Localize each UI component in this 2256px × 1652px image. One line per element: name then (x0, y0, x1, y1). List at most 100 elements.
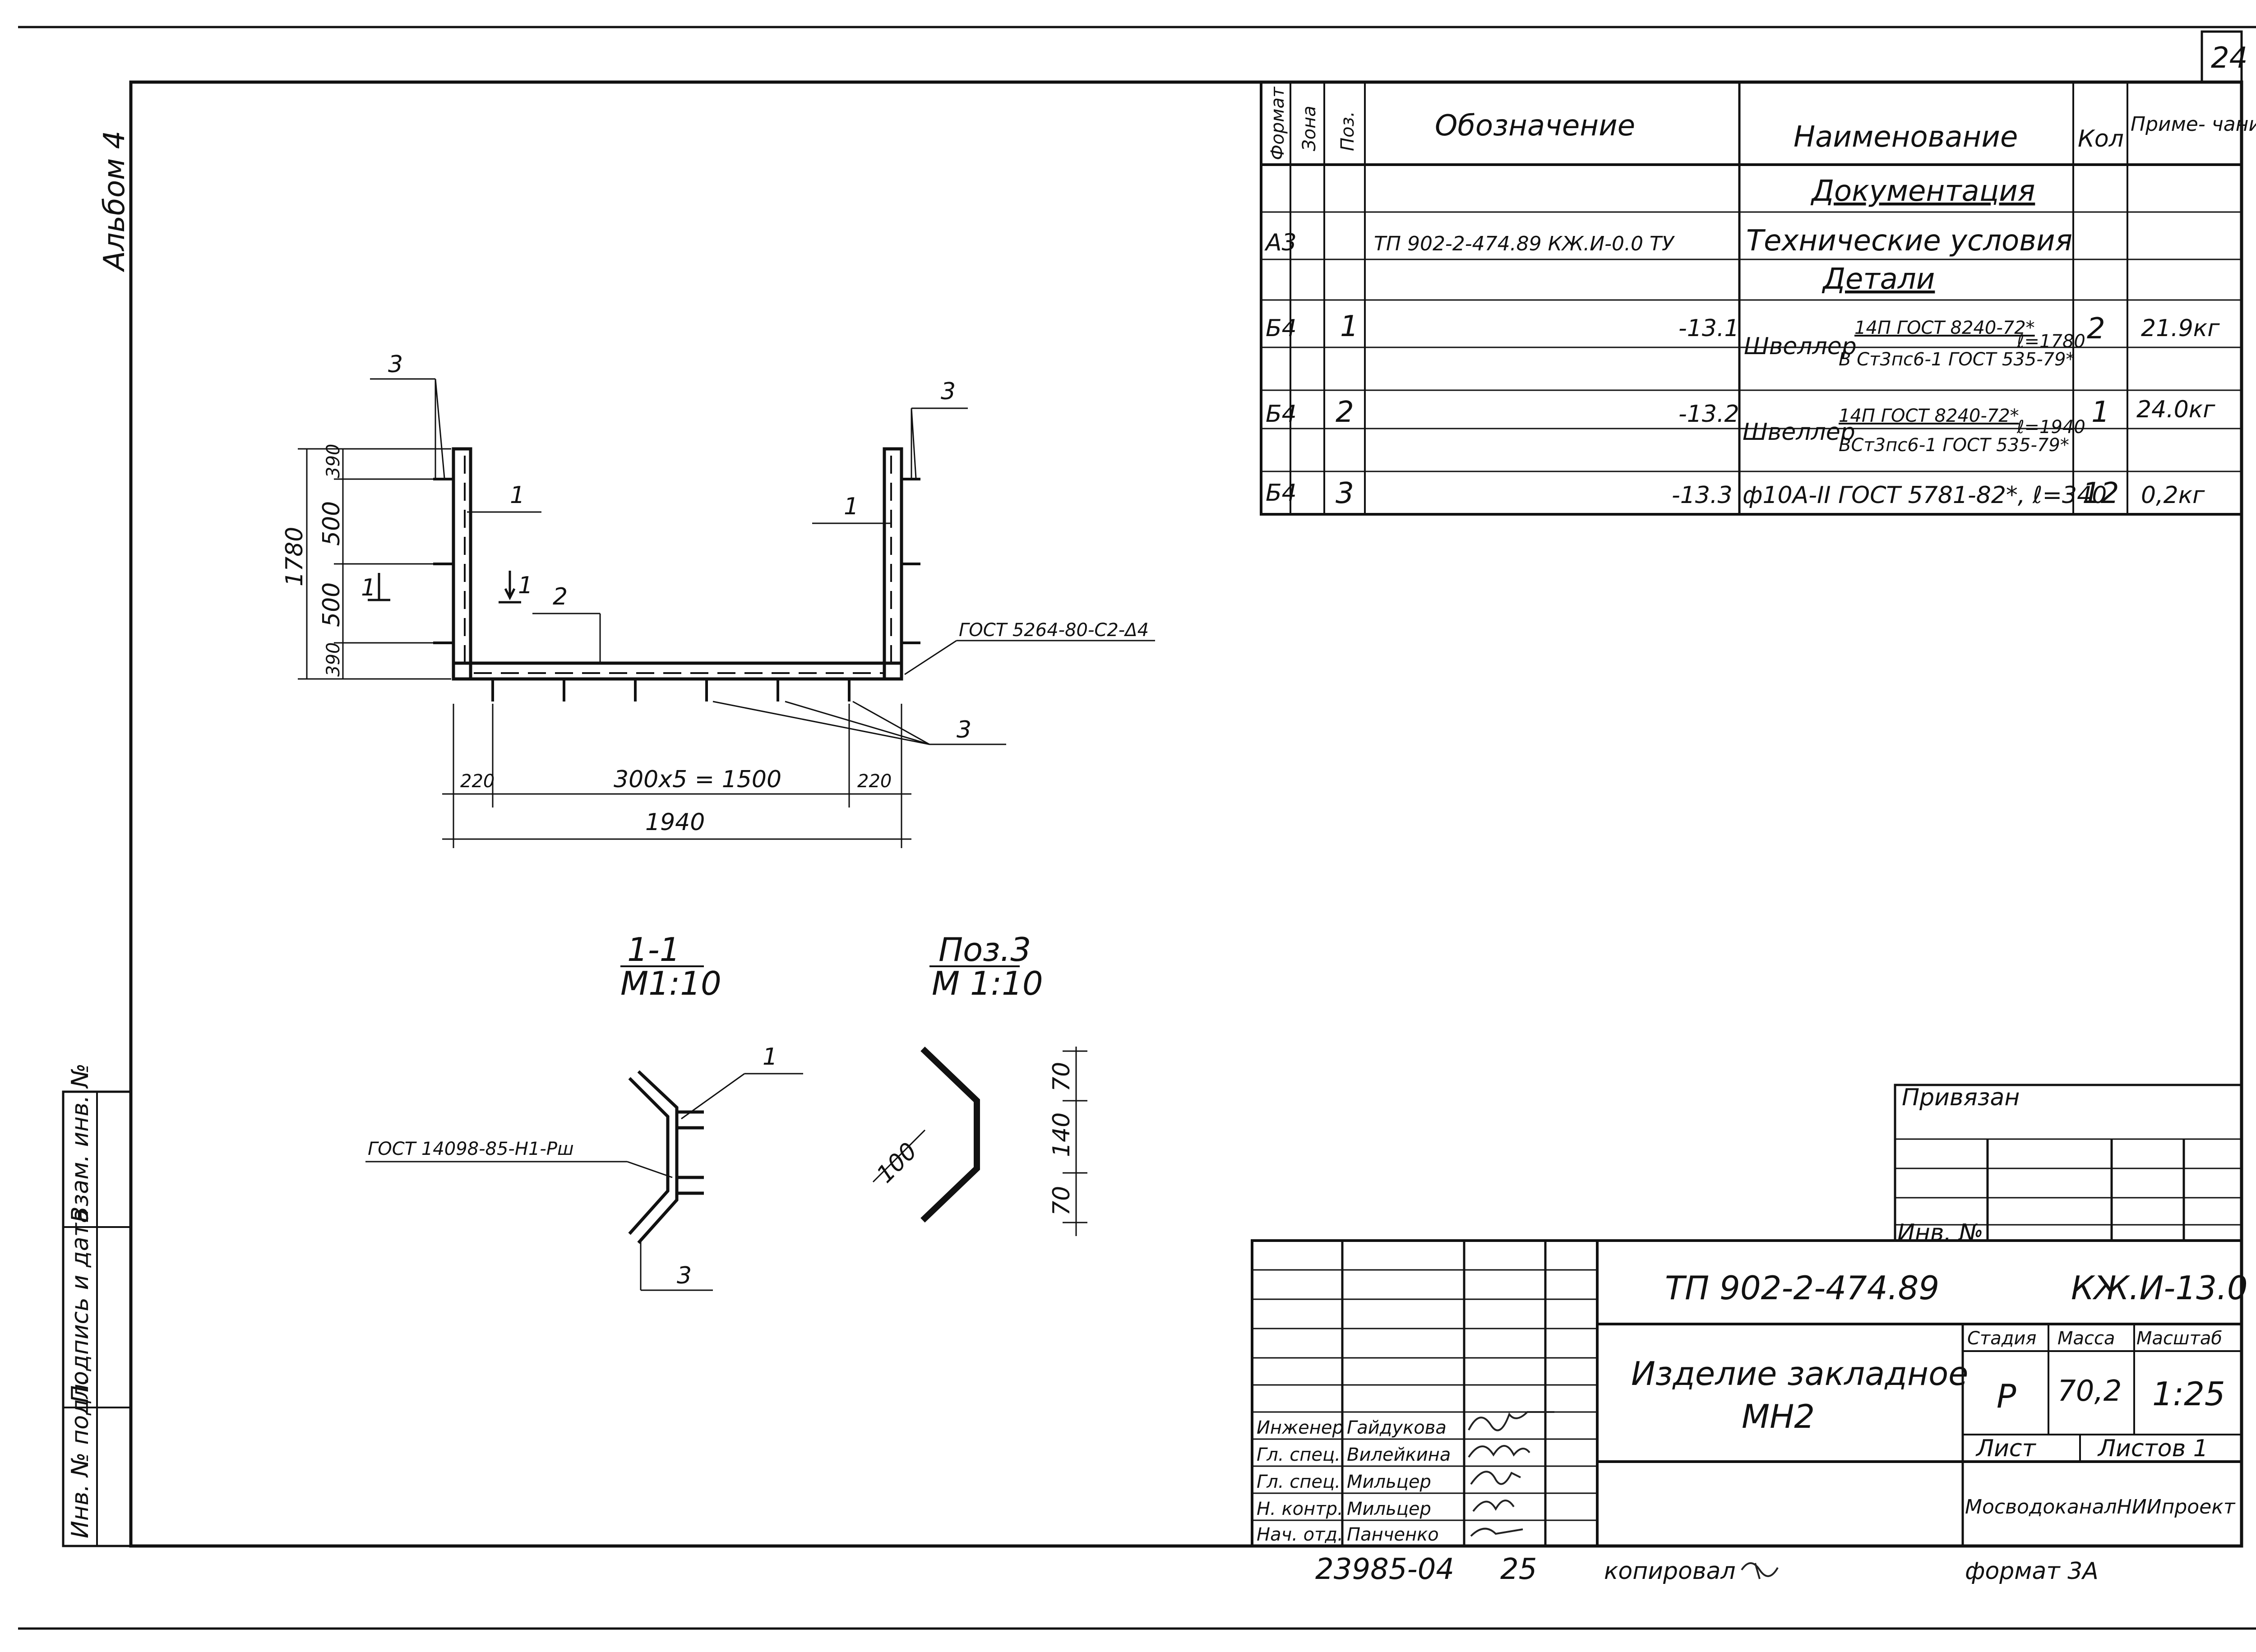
header-note: Приме- чание (2131, 113, 2256, 136)
row1-name-bottom: В Ст3пс6-1 ГОСТ 535-79* (1839, 349, 2075, 370)
left-anchor-rods (433, 478, 453, 644)
section-mark-left: 1 (361, 574, 376, 601)
footer-page: 25 (1500, 1553, 1537, 1586)
specification-table: Формат Зона Поз. Обозначение Наименовани… (1260, 81, 2256, 516)
callout-1-left: 1 (510, 482, 525, 509)
bottom-channel (452, 661, 903, 681)
organization: МосводоканалНИИпроект (1965, 1495, 2236, 1518)
pos3-scale: М 1:10 (932, 964, 1043, 1002)
sheet-number: 24 (2211, 42, 2247, 75)
doc-code: КЖ.И-13.0 (2071, 1269, 2248, 1307)
row3-note: 0,2кг (2141, 482, 2205, 509)
section-mark-right: 1 (518, 572, 533, 599)
doc-format: А3 (1264, 229, 1297, 256)
scale-label: Масштаб (2136, 1328, 2222, 1349)
staff-role-0: Инженер (1257, 1417, 1344, 1438)
staff-role-1: Гл. спец. (1257, 1444, 1341, 1465)
doc-name: Технические условия (1746, 224, 2072, 258)
row1-format: Б4 (1266, 315, 1297, 342)
header-format: Формат (1267, 86, 1288, 160)
pos-3-view: Поз.3 М 1:10 100 70 140 70 (872, 931, 1087, 1236)
sheet-label: Лист (1975, 1435, 2036, 1462)
row2-length: ℓ=1940 (2016, 417, 2085, 438)
binding-inv-no: Инв. № (1897, 1219, 1983, 1246)
row1-name-main: Швеллер (1744, 333, 1857, 360)
section-mark-arrows (368, 571, 521, 604)
doc-designation: ТП 902-2-474.89 КЖ.И-0.0 ТУ (1374, 232, 1675, 255)
row3-pos: 3 (1336, 477, 1354, 510)
row1-length: ℓ=1780 (2016, 331, 2085, 352)
section-1-1-scale: М1:10 (620, 964, 721, 1002)
footer-drawing-no: 23985-04 (1315, 1553, 1454, 1586)
section-documentation: Документация (1810, 175, 2035, 208)
header-pos: Поз. (1337, 111, 1358, 151)
row2-name-bottom: ВСт3пс6-1 ГОСТ 535-79* (1839, 435, 2069, 456)
staff-name-4: Панченко (1347, 1524, 1439, 1545)
row2-name-top: 14П ГОСТ 8240-72* (1839, 406, 2019, 426)
row1-name-top: 14П ГОСТ 8240-72* (1854, 318, 2035, 338)
scale-value: 1:25 (2152, 1375, 2225, 1413)
title-block: Инженер Гайдукова Гл. спец. Вилейкина Гл… (1251, 1239, 2248, 1547)
dim-1940: 1940 (645, 809, 705, 836)
header-zone: Зона (1299, 106, 1320, 151)
stamp-inv-original: Инв. № подл. (67, 1376, 94, 1538)
pos3-dim-70-top: 70 (1048, 1062, 1075, 1092)
dim-500-a: 500 (318, 501, 345, 546)
item-name-2: МН2 (1742, 1398, 1815, 1435)
mass-label: Масса (2057, 1328, 2115, 1349)
section-callout-1: 1 (763, 1043, 777, 1071)
section-details: Детали (1821, 263, 1935, 296)
footer-copied: копировал (1604, 1558, 1736, 1585)
section-callout-3: 3 (677, 1262, 692, 1289)
dim-390-bottom: 390 (323, 642, 344, 677)
row1-qty: 2 (2087, 312, 2105, 346)
stage-label: Стадия (1967, 1328, 2036, 1349)
row2-format: Б4 (1266, 401, 1297, 428)
footer-copier-signature (1741, 1562, 1779, 1579)
row2-name-main: Швеллер (1743, 419, 1855, 446)
row3-qty: 12 (2082, 477, 2119, 510)
pos3-title: Поз.3 (938, 931, 1031, 969)
header-designation: Обозначение (1435, 109, 1635, 143)
binding-title: Привязан (1902, 1084, 2020, 1111)
dim-1780: 1780 (281, 527, 308, 586)
sheets-label: Листов 1 (2097, 1435, 2208, 1462)
pos3-dim-140: 140 (1048, 1112, 1075, 1157)
row3-format: Б4 (1266, 480, 1297, 507)
row3-designation: -13.3 (1672, 482, 1733, 509)
row2-designation: -13.2 (1678, 401, 1739, 428)
header-name: Наименование (1794, 120, 2018, 154)
callout-2: 2 (553, 583, 568, 610)
pos3-dim-70-bottom: 70 (1048, 1186, 1075, 1216)
row2-pos: 2 (1336, 396, 1354, 429)
staff-role-3: Н. контр. (1257, 1499, 1343, 1519)
dim-220-left: 220 (460, 771, 495, 792)
bottom-anchor-rods (491, 679, 851, 701)
pos3-bent-rod (920, 1046, 980, 1223)
staff-name-3: Мильцер (1347, 1499, 1431, 1519)
right-anchor-rods (901, 478, 920, 644)
stage-value: Р (1997, 1377, 2016, 1415)
row2-note: 24.0кг (2136, 396, 2215, 423)
footer-format: формат 3А (1965, 1558, 2099, 1585)
callout-3-bottom: 3 (957, 716, 971, 743)
left-margin-stamp: Взам. инв. № Подпись и дата Инв. № подл. (62, 1063, 132, 1547)
drawing-frame (129, 80, 2243, 1548)
dim-500-b: 500 (318, 582, 345, 627)
item-name-1: Изделие закладное (1631, 1355, 1968, 1393)
callout-3-left: 3 (388, 351, 403, 378)
row1-note: 21.9кг (2141, 315, 2220, 342)
project-code: ТП 902-2-474.89 (1665, 1269, 1939, 1307)
stamp-signature-date: Подпись и дата (67, 1209, 94, 1403)
staff-name-1: Вилейкина (1347, 1444, 1451, 1465)
section-weld-note: ГОСТ 14098-85-Н1-Рш (368, 1139, 574, 1159)
weld-note-main: ГОСТ 5264-80-С2-Δ4 (959, 620, 1149, 641)
staff-role-2: Гл. спец. (1257, 1472, 1341, 1492)
row3-name: ф10А-II ГОСТ 5781-82*, ℓ=340 (1743, 482, 2107, 509)
section-1-1: 1-1 М1:10 1 3 ГОСТ 14098-85-Н1-Рш (365, 931, 803, 1291)
stamp-replaced-inv: Взам. инв. № (67, 1063, 94, 1223)
row1-pos: 1 (1340, 310, 1359, 343)
section-1-1-title: 1-1 (627, 931, 680, 969)
dim-390-top: 390 (323, 444, 344, 478)
